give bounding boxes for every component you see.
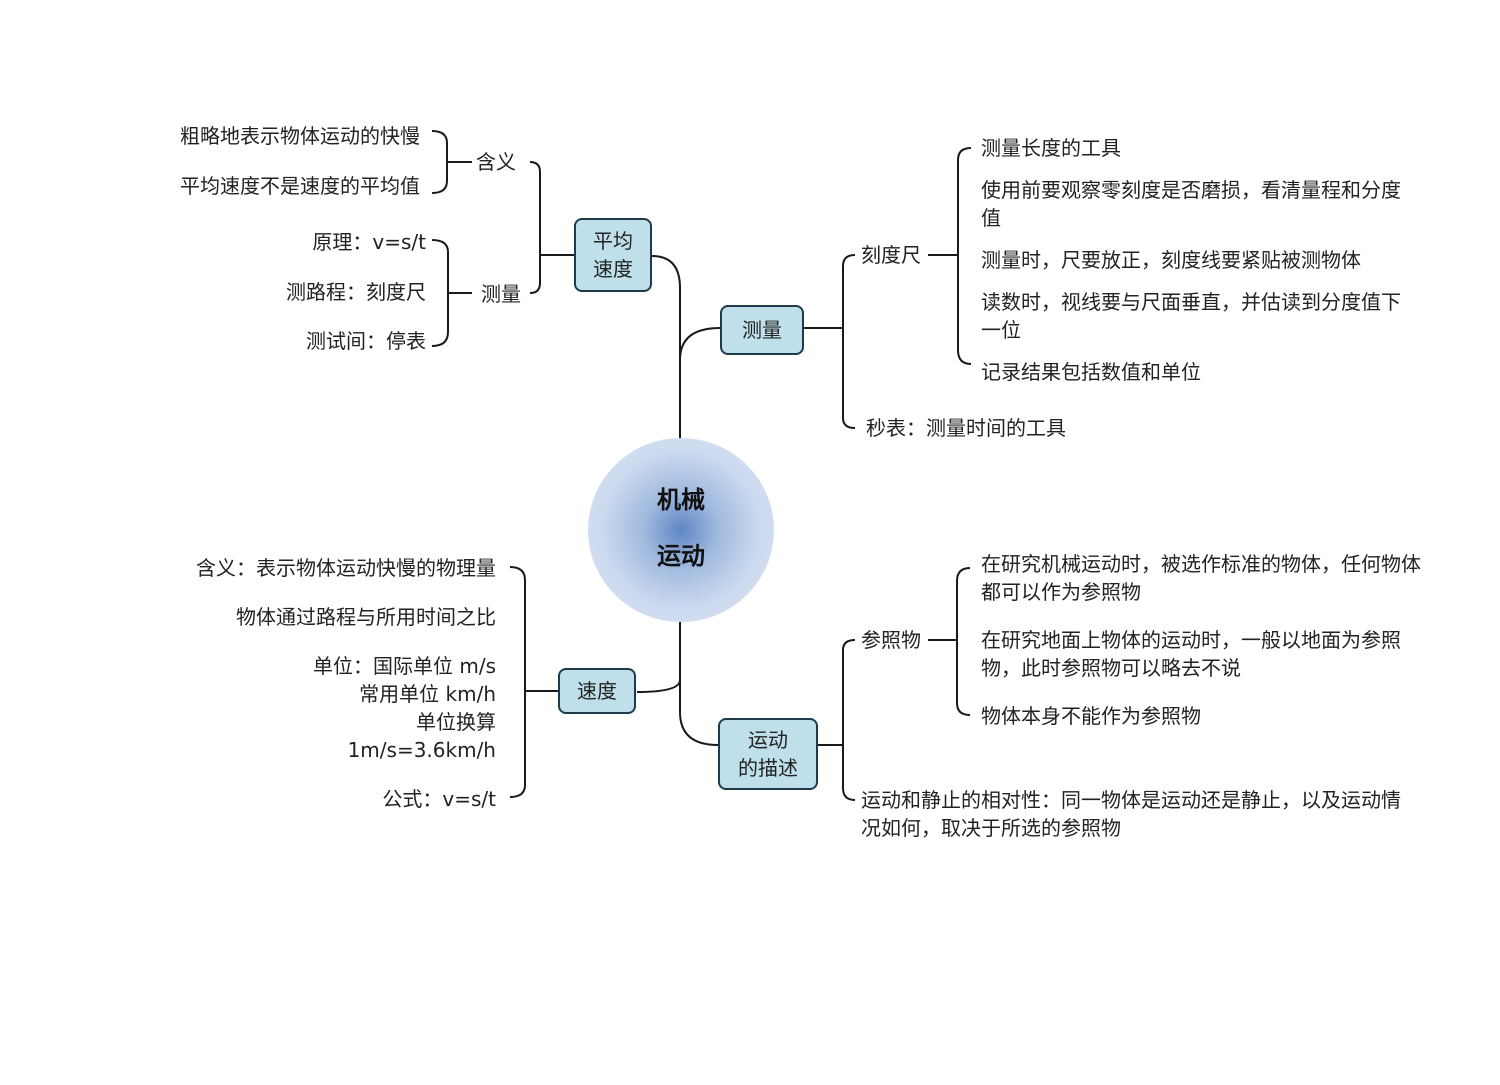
node-average-speed-line2: 速度	[593, 257, 633, 281]
ruler-item: 使用前要观察零刻度是否磨损，看清量程和分度值	[981, 178, 1401, 230]
stopwatch-item: 秒表：测量时间的工具	[866, 416, 1066, 440]
ruler-item: 测量长度的工具	[981, 136, 1121, 160]
ruler-label: 刻度尺	[861, 243, 921, 267]
ruler-item: 记录结果包括数值和单位	[981, 360, 1201, 384]
reference-item: 在研究机械运动时，被选作标准的物体，任何物体都可以作为参照物	[981, 552, 1421, 604]
central-topic-line1: 机械	[657, 486, 705, 514]
reference-item: 在研究地面上物体的运动时，一般以地面为参照物，此时参照物可以略去不说	[981, 628, 1401, 680]
avg-speed-measure-item: 测试间：停表	[306, 329, 426, 353]
avg-speed-meaning-item: 粗略地表示物体运动的快慢	[180, 124, 420, 148]
avg-speed-meaning-label: 含义	[476, 150, 516, 174]
avg-speed-measure-label: 测量	[481, 282, 521, 306]
ruler-item: 读数时，视线要与尺面垂直，并估读到分度值下一位	[981, 290, 1401, 342]
node-motion-description: 运动 的描述	[718, 718, 818, 790]
node-measurement: 测量	[720, 305, 804, 355]
avg-speed-measure-item: 测路程：刻度尺	[286, 280, 426, 304]
avg-speed-measure-item: 原理：v=s/t	[312, 230, 426, 254]
central-topic-bubble: 机械 运动	[588, 438, 774, 622]
node-speed: 速度	[558, 668, 636, 714]
reference-item: 物体本身不能作为参照物	[981, 704, 1201, 728]
speed-formula: 公式：v=s/t	[382, 787, 496, 811]
speed-unit-intl: 单位：国际单位 m/s	[313, 654, 496, 678]
node-average-speed-line1: 平均	[593, 229, 633, 253]
avg-speed-meaning-item: 平均速度不是速度的平均值	[180, 174, 420, 198]
node-average-speed: 平均 速度	[574, 218, 652, 292]
speed-unit-conversion: 单位换算	[416, 710, 496, 734]
node-motion-description-line1: 运动	[748, 728, 788, 752]
speed-unit-conversion-value: 1m/s=3.6km/h	[347, 738, 496, 762]
speed-ratio: 物体通过路程与所用时间之比	[236, 605, 496, 629]
central-topic-line2: 运动	[657, 542, 705, 570]
ruler-item: 测量时，尺要放正，刻度线要紧贴被测物体	[981, 248, 1361, 272]
reference-label: 参照物	[861, 628, 921, 652]
speed-unit-common: 常用单位 km/h	[359, 682, 496, 706]
speed-meaning: 含义：表示物体运动快慢的物理量	[196, 556, 496, 580]
relativity-item: 运动和静止的相对性：同一物体是运动还是静止，以及运动情况如何，取决于所选的参照物	[861, 788, 1401, 840]
node-motion-description-line2: 的描述	[738, 756, 798, 780]
